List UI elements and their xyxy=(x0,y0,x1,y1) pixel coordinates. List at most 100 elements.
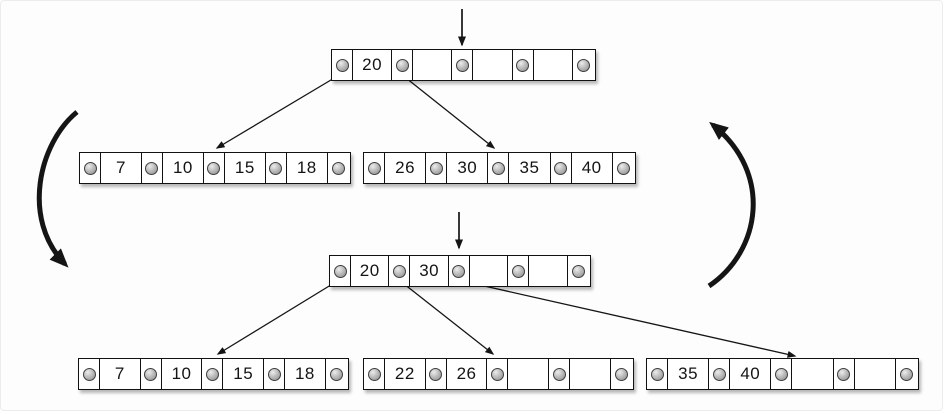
pointer-dot-icon xyxy=(616,161,630,175)
key-value: 10 xyxy=(171,364,192,383)
key-value: 40 xyxy=(740,364,761,383)
pointer-dot-icon xyxy=(650,367,664,381)
key-cell xyxy=(508,359,550,389)
key-value: 26 xyxy=(456,364,477,383)
key-cell xyxy=(473,50,513,80)
pointer-dot-icon xyxy=(145,161,159,175)
pointer-cell xyxy=(895,359,917,389)
key-value: 10 xyxy=(172,158,193,177)
child-link-arrow xyxy=(215,73,342,149)
pointer-cell xyxy=(327,153,349,183)
pointer-cell xyxy=(389,256,411,286)
pointer-dot-icon xyxy=(333,264,347,278)
btree-node-top-root: 20 xyxy=(331,49,596,81)
pointer-dot-icon xyxy=(429,161,443,175)
key-value: 30 xyxy=(419,261,440,280)
key-cell: 10 xyxy=(161,359,203,389)
pointer-cell xyxy=(364,153,385,183)
key-cell: 20 xyxy=(351,256,390,286)
pointer-cell xyxy=(487,359,509,389)
pointer-dot-icon xyxy=(490,367,504,381)
btree-node-top-left-child: 7 10 15 18 xyxy=(79,152,351,184)
pointer-cell xyxy=(425,359,447,389)
pointer-dot-icon xyxy=(429,367,443,381)
key-value: 22 xyxy=(394,364,415,383)
pointer-dot-icon xyxy=(455,58,469,72)
pointer-cell xyxy=(140,359,162,389)
pointer-cell xyxy=(567,256,589,286)
key-cell: 15 xyxy=(224,153,266,183)
key-value: 35 xyxy=(678,364,699,383)
pointer-dot-icon xyxy=(269,161,283,175)
pointer-dot-icon xyxy=(614,367,628,381)
key-value: 26 xyxy=(395,158,416,177)
pointer-cell xyxy=(647,359,668,389)
pointer-cell xyxy=(264,359,286,389)
key-cell: 7 xyxy=(101,153,142,183)
pointer-dot-icon xyxy=(395,58,409,72)
pointer-dot-icon xyxy=(571,264,585,278)
key-cell xyxy=(854,359,896,389)
key-value: 20 xyxy=(362,55,383,74)
pointer-dot-icon xyxy=(367,161,381,175)
pointer-dot-icon xyxy=(205,367,219,381)
pointer-dot-icon xyxy=(83,161,97,175)
pointer-dot-icon xyxy=(576,58,590,72)
pointer-cell xyxy=(550,153,572,183)
pointer-cell xyxy=(80,153,101,183)
key-cell: 7 xyxy=(100,359,141,389)
pointer-dot-icon xyxy=(516,58,530,72)
key-cell: 40 xyxy=(571,153,613,183)
pointer-cell xyxy=(512,50,534,80)
key-value: 35 xyxy=(519,158,540,177)
key-cell xyxy=(469,256,509,286)
key-cell: 20 xyxy=(353,50,393,80)
key-cell: 26 xyxy=(385,153,427,183)
key-cell: 22 xyxy=(385,359,426,389)
key-value: 15 xyxy=(234,158,255,177)
pointer-cell xyxy=(452,50,474,80)
key-value: 18 xyxy=(296,158,317,177)
pointer-cell xyxy=(448,256,470,286)
pointer-dot-icon xyxy=(331,161,345,175)
pointer-cell xyxy=(771,359,793,389)
key-cell: 40 xyxy=(730,359,772,389)
pointer-dot-icon xyxy=(82,367,96,381)
cycle-arrow-right xyxy=(707,121,756,289)
key-value: 15 xyxy=(233,364,254,383)
pointer-cell xyxy=(709,359,731,389)
pointer-dot-icon xyxy=(367,367,381,381)
pointer-cell xyxy=(572,50,594,80)
child-link-arrow xyxy=(400,73,496,149)
pointer-cell xyxy=(325,359,347,389)
pointer-cell xyxy=(202,359,224,389)
child-link-arrow xyxy=(461,280,797,358)
pointer-cell xyxy=(364,359,385,389)
pointer-dot-icon xyxy=(491,161,505,175)
key-cell: 35 xyxy=(509,153,551,183)
key-cell xyxy=(570,359,611,389)
pointer-dot-icon xyxy=(552,367,566,381)
pointer-cell xyxy=(330,256,351,286)
pointer-dot-icon xyxy=(335,58,349,72)
pointer-cell xyxy=(833,359,855,389)
pointer-cell xyxy=(79,359,100,389)
pointer-dot-icon xyxy=(329,367,343,381)
key-value: 20 xyxy=(359,261,380,280)
child-link-arrow xyxy=(398,279,495,355)
btree-node-bottom-middle-child: 22 26 xyxy=(363,358,634,390)
pointer-cell xyxy=(392,50,414,80)
key-cell: 26 xyxy=(446,359,488,389)
key-cell: 18 xyxy=(286,153,328,183)
pointer-cell xyxy=(610,359,632,389)
pointer-dot-icon xyxy=(452,264,466,278)
pointer-cell xyxy=(332,50,353,80)
pointer-dot-icon xyxy=(267,367,281,381)
pointer-cell xyxy=(508,256,530,286)
key-cell xyxy=(792,359,834,389)
child-link-arrow xyxy=(216,279,340,355)
key-cell xyxy=(533,50,573,80)
key-cell: 35 xyxy=(668,359,710,389)
